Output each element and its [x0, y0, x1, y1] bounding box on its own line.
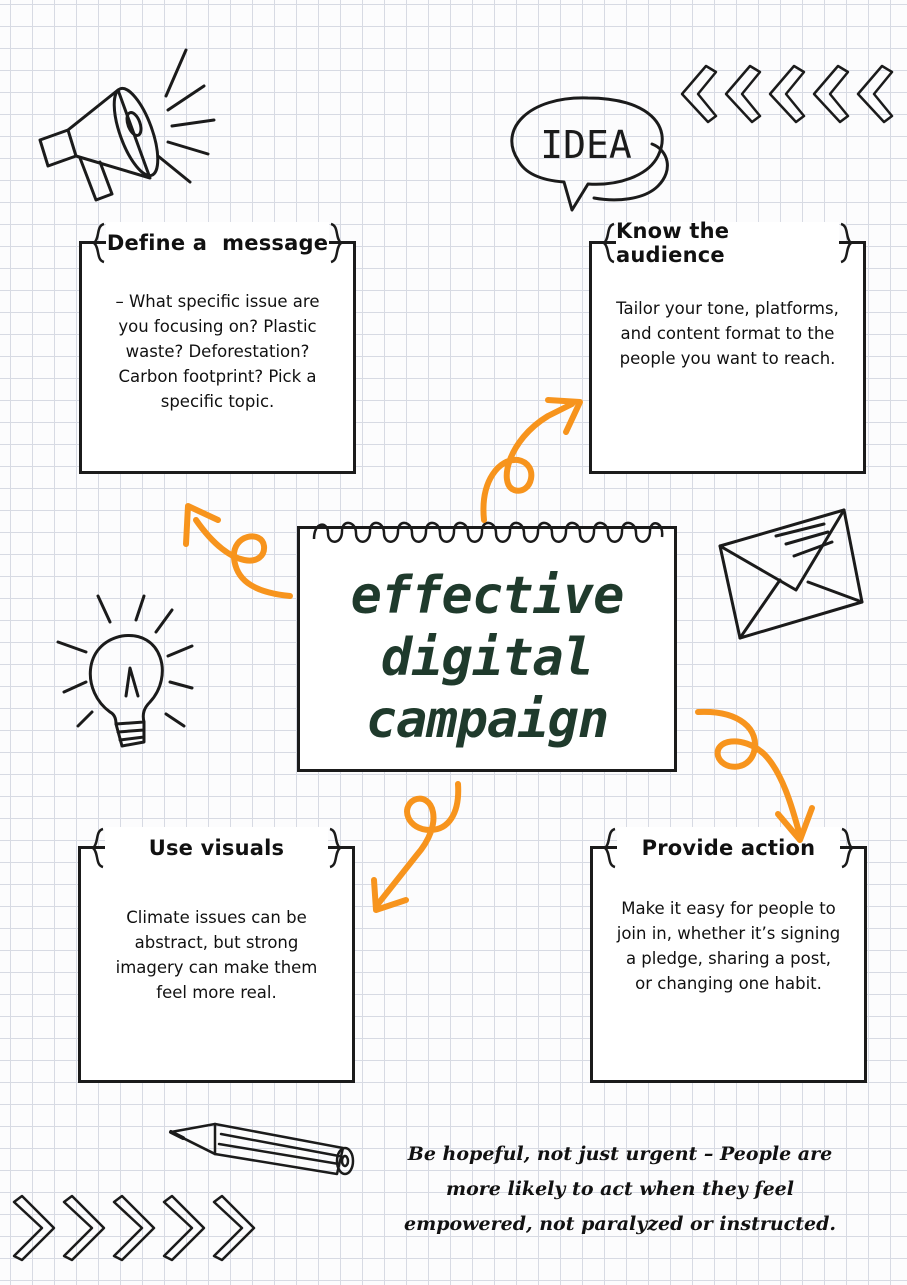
brace-right-icon	[329, 827, 342, 869]
title-line: effective	[350, 566, 625, 626]
center-title-box: effective digital campaign	[297, 521, 677, 772]
envelope-icon	[718, 508, 864, 640]
chevrons-right-icon	[12, 1194, 256, 1262]
card-title: Know the audience	[616, 219, 730, 267]
card-title: Provide action	[641, 836, 816, 860]
card-define-message: Define a message – What specific issue a…	[79, 222, 361, 479]
card-title-bar: Know the audience	[602, 219, 853, 267]
card-title: Define a message	[106, 231, 329, 255]
megaphone-icon	[38, 48, 216, 202]
idea-text: IDEA	[540, 123, 632, 167]
brace-left-icon	[603, 827, 616, 869]
brace-right-icon	[330, 222, 343, 264]
brace-left-icon	[92, 222, 105, 264]
light-bulb-icon	[56, 594, 194, 748]
title-line: campaign	[365, 690, 609, 750]
spiral-binding-icon	[312, 521, 664, 543]
closing-quote: Be hopeful, not just urgent – People are…	[404, 1143, 836, 1235]
brace-left-icon	[91, 827, 104, 869]
card-body: – What specific issue are you focusing o…	[115, 292, 320, 411]
pencil-icon	[169, 1122, 355, 1176]
card-body: Tailor your tone, platforms, and content…	[616, 299, 839, 368]
card-body: Make it easy for people to join in, whet…	[616, 899, 841, 993]
card-know-audience: Know the audience Tailor your tone, plat…	[589, 219, 871, 479]
card-body: Climate issues can be abstract, but stro…	[115, 908, 318, 1002]
card-title-bar: Use visuals	[91, 827, 342, 869]
brace-left-icon	[602, 222, 615, 264]
card-title: Use visuals	[148, 836, 285, 860]
campaign-title: effective digital campaign	[300, 565, 674, 751]
card-title-bar: Define a message	[92, 222, 343, 264]
idea-speech-bubble: IDEA	[510, 96, 669, 212]
brace-right-icon	[840, 222, 853, 264]
card-use-visuals: Use visuals Climate issues can be abstra…	[78, 827, 360, 1088]
title-line: digital	[380, 628, 594, 688]
chevrons-left-icon	[680, 64, 894, 124]
brace-right-icon	[841, 827, 854, 869]
